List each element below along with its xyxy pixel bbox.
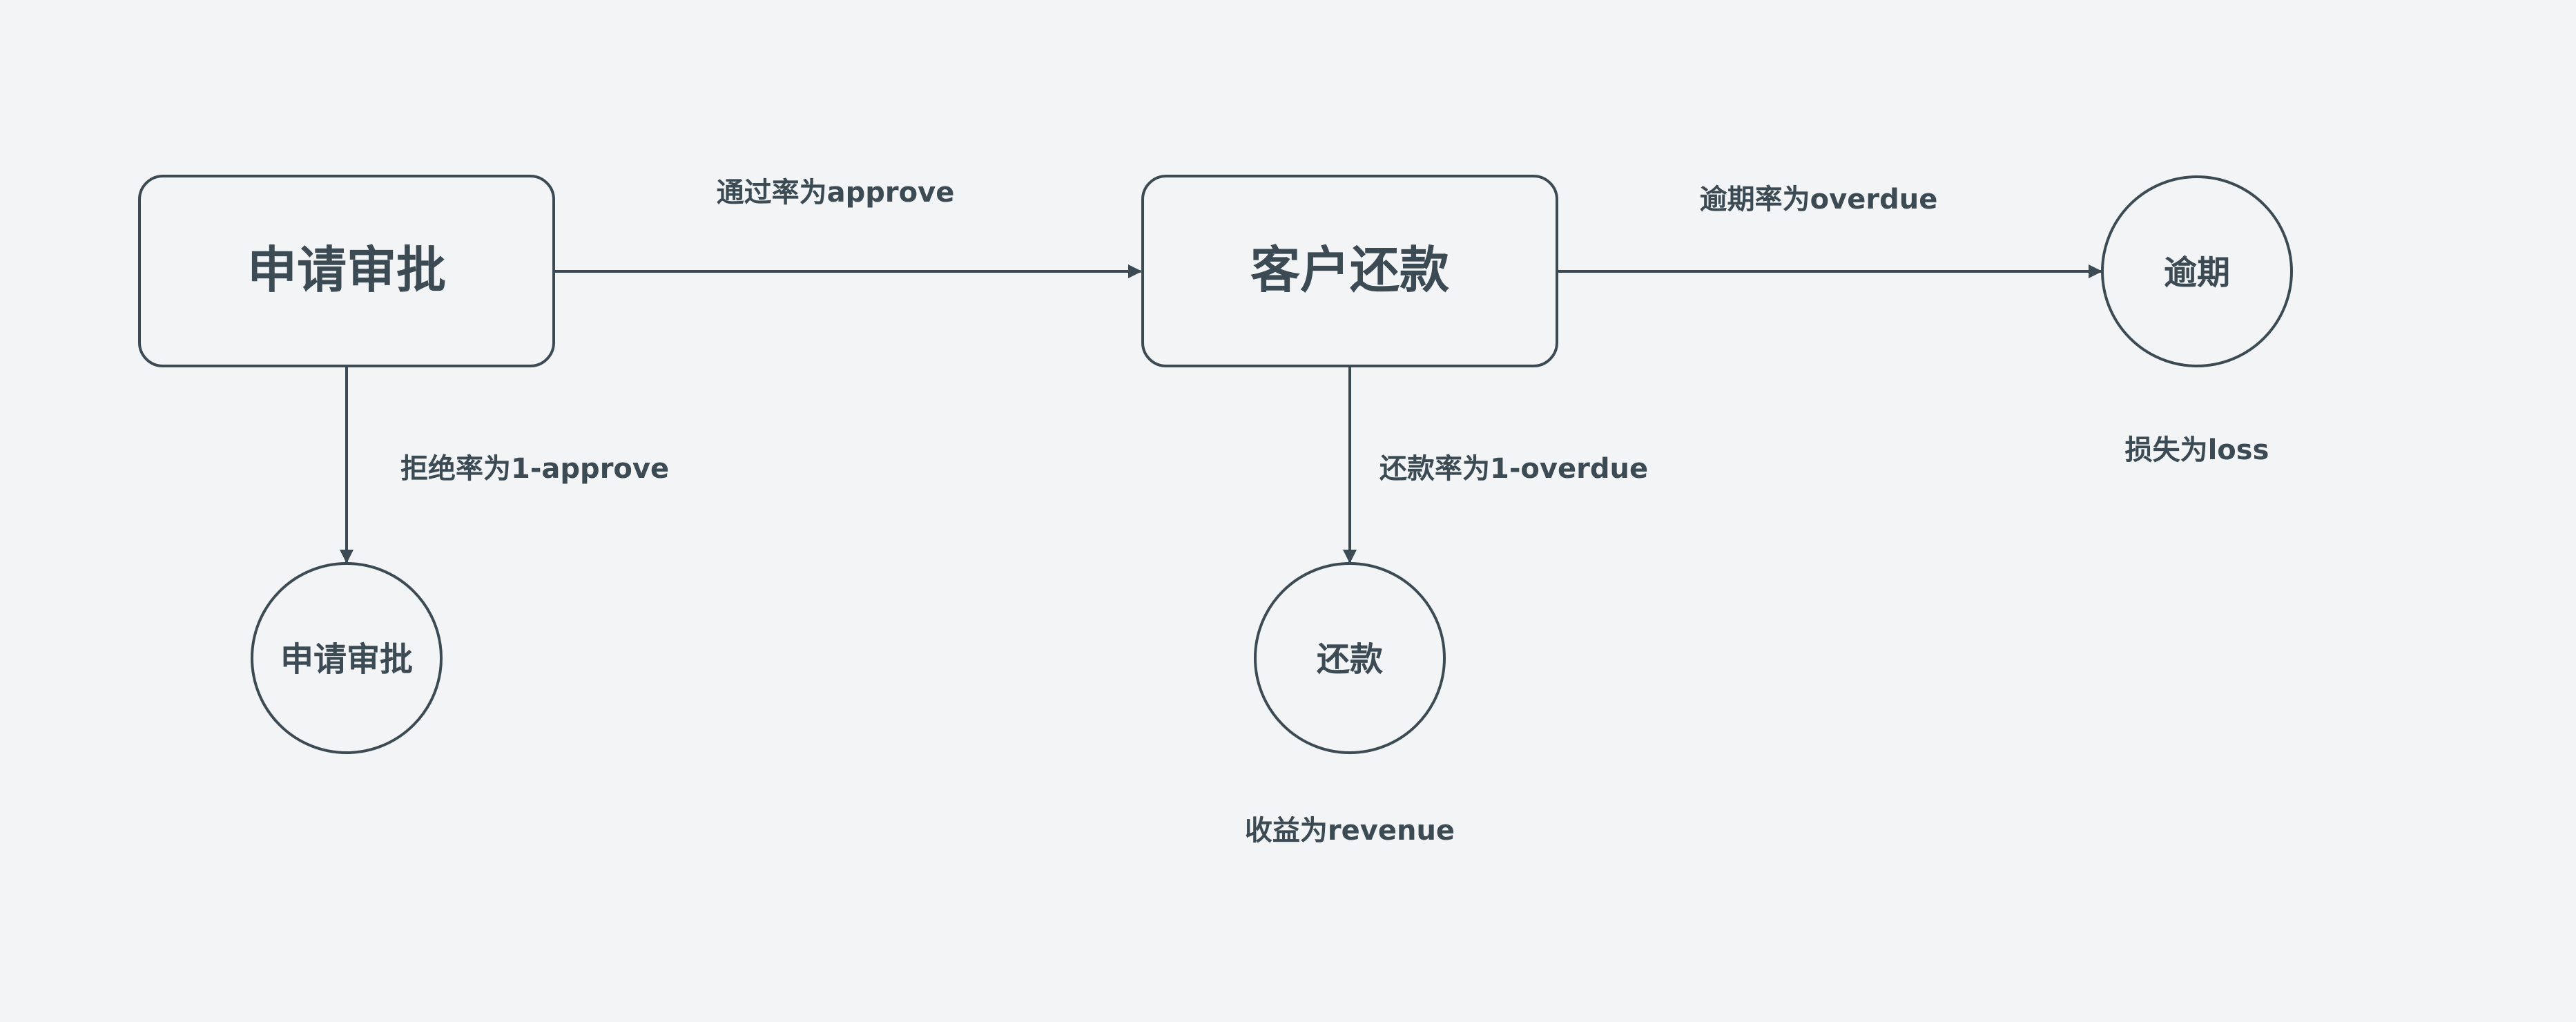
edge-overdue-label: 逾期率为overdue	[1700, 184, 1938, 215]
node-rejected[interactable]: 申请审批	[251, 562, 443, 754]
annotation-revenue: 收益为revenue	[1245, 815, 1455, 847]
edge-repay-label: 还款率为1-overdue	[1379, 453, 1648, 485]
annotation-loss: 损失为loss	[2125, 434, 2269, 466]
node-customer-repay[interactable]: 客户还款	[1141, 175, 1558, 367]
edge-reject-label: 拒绝率为1-approve	[400, 453, 669, 485]
node-apply-review[interactable]: 申请审批	[138, 175, 555, 367]
node-apply-review-label: 申请审批	[247, 241, 446, 299]
edge-approve-label: 通过率为approve	[717, 177, 955, 209]
node-customer-repay-label: 客户还款	[1250, 241, 1449, 299]
node-overdue-label: 逾期	[2164, 253, 2230, 292]
node-repaid[interactable]: 还款	[1254, 562, 1446, 754]
node-overdue[interactable]: 逾期	[2101, 175, 2293, 367]
node-repaid-label: 还款	[1317, 640, 1383, 679]
node-rejected-label: 申请审批	[280, 640, 413, 679]
